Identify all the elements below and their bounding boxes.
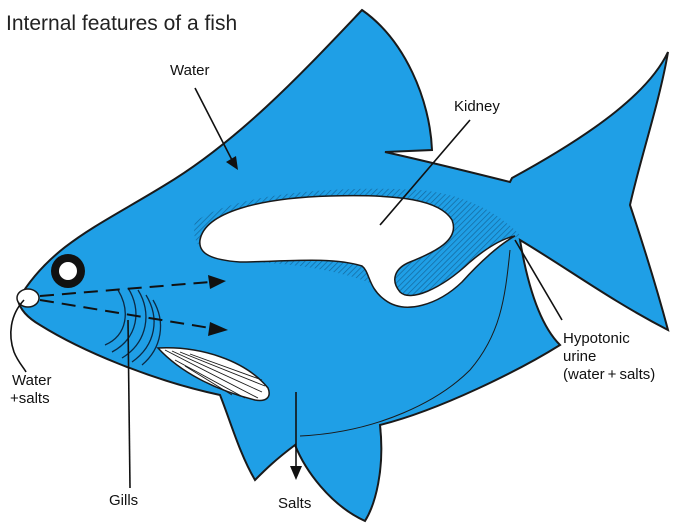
- label-salts-intake: +salts: [10, 390, 50, 407]
- label-gills: Gills: [109, 492, 138, 509]
- label-kidney: Kidney: [454, 98, 500, 115]
- label-water-plus-salts-urine: (water + salts): [563, 366, 655, 383]
- label-water-intake: Water: [12, 372, 51, 389]
- eye-highlight: [59, 262, 77, 280]
- diagram-title: Internal features of a fish: [6, 12, 237, 36]
- salts-arrowhead: [290, 466, 302, 480]
- label-urine: urine: [563, 348, 596, 365]
- label-hypotonic: Hypotonic: [563, 330, 630, 347]
- label-salts: Salts: [278, 495, 311, 512]
- label-water: Water: [170, 62, 209, 79]
